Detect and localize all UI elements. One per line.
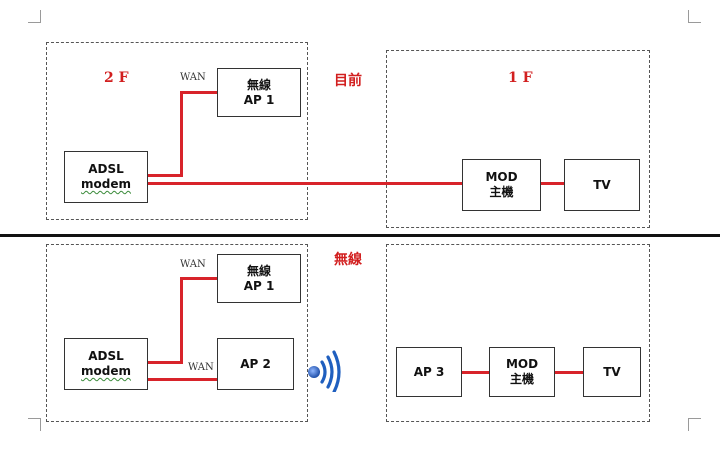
mod-host-box: MOD 主機 bbox=[489, 347, 555, 397]
tv-label: TV bbox=[593, 177, 611, 192]
ap2-label: AP 2 bbox=[240, 356, 271, 371]
modem-line2: modem bbox=[81, 177, 131, 191]
page-corner-mark-top-right bbox=[688, 10, 701, 23]
wifi-signal-arc-1 bbox=[320, 360, 327, 384]
ap1-line2: AP 1 bbox=[243, 92, 275, 107]
region-2f-wireless bbox=[46, 244, 308, 422]
wire-modem-to-ap1-top bbox=[180, 277, 218, 280]
section-divider bbox=[0, 234, 720, 237]
wire-modem-to-mod bbox=[148, 182, 462, 185]
modem-line1: ADSL bbox=[88, 162, 124, 176]
tv-label: TV bbox=[603, 364, 621, 379]
wire-modem-to-ap1-top bbox=[180, 91, 218, 94]
ap1-box: 無線 AP 1 bbox=[217, 68, 301, 117]
floor-label-2f: 2 F bbox=[104, 70, 129, 86]
mod-line1: MOD bbox=[505, 357, 539, 371]
region-1f-wireless bbox=[386, 244, 650, 422]
ap3-label: AP 3 bbox=[413, 364, 445, 379]
floor-label-1f: 1 F bbox=[508, 70, 533, 86]
wire-ap3-to-mod bbox=[462, 371, 489, 374]
wifi-signal-dot bbox=[308, 366, 320, 378]
wifi-signal-icon bbox=[308, 350, 341, 392]
region-2f-current bbox=[46, 42, 308, 220]
wire-modem-to-ap1-vertical bbox=[180, 277, 183, 364]
tv-box: TV bbox=[564, 159, 640, 211]
diagram-caption-current: 目前 bbox=[334, 73, 362, 89]
adsl-modem-box: ADSL modem bbox=[64, 338, 148, 390]
diagram-caption-wireless: 無線 bbox=[334, 252, 362, 268]
wire-modem-to-ap1-horizontal bbox=[148, 174, 182, 177]
page-corner-mark-bottom-right bbox=[688, 418, 701, 431]
tv-box: TV bbox=[583, 347, 641, 397]
mod-line1: MOD bbox=[485, 170, 518, 184]
ap3-box: AP 3 bbox=[396, 347, 462, 397]
mod-host-box: MOD 主機 bbox=[462, 159, 541, 211]
page-corner-mark-bottom-left bbox=[28, 418, 41, 431]
wan-label-ap2: WAN bbox=[188, 362, 214, 373]
mod-line2: 主機 bbox=[509, 372, 534, 386]
ap1-line1: 無線 bbox=[246, 263, 271, 278]
modem-line1: ADSL bbox=[88, 349, 124, 363]
wan-label-ap1: WAN bbox=[180, 259, 206, 270]
ap1-line2: AP 1 bbox=[243, 278, 275, 293]
adsl-modem-box: ADSL modem bbox=[64, 151, 148, 203]
wan-label: WAN bbox=[180, 72, 206, 83]
wifi-signal-arc-3 bbox=[332, 350, 341, 392]
wifi-signal-arc-2 bbox=[326, 355, 334, 389]
modem-line2: modem bbox=[81, 364, 131, 378]
ap1-line1: 無線 bbox=[246, 77, 271, 92]
wire-mod-to-tv bbox=[541, 182, 565, 185]
mod-line2: 主機 bbox=[489, 185, 514, 199]
ap1-box: 無線 AP 1 bbox=[217, 254, 301, 303]
region-1f-current bbox=[386, 50, 650, 228]
ap2-box: AP 2 bbox=[217, 338, 294, 390]
page-corner-mark-top-left bbox=[28, 10, 41, 23]
wire-modem-to-ap1-horizontal bbox=[148, 361, 182, 364]
wire-mod-to-tv bbox=[555, 371, 583, 374]
wire-modem-to-ap2 bbox=[148, 378, 218, 381]
wire-modem-to-ap1-vertical bbox=[180, 91, 183, 177]
